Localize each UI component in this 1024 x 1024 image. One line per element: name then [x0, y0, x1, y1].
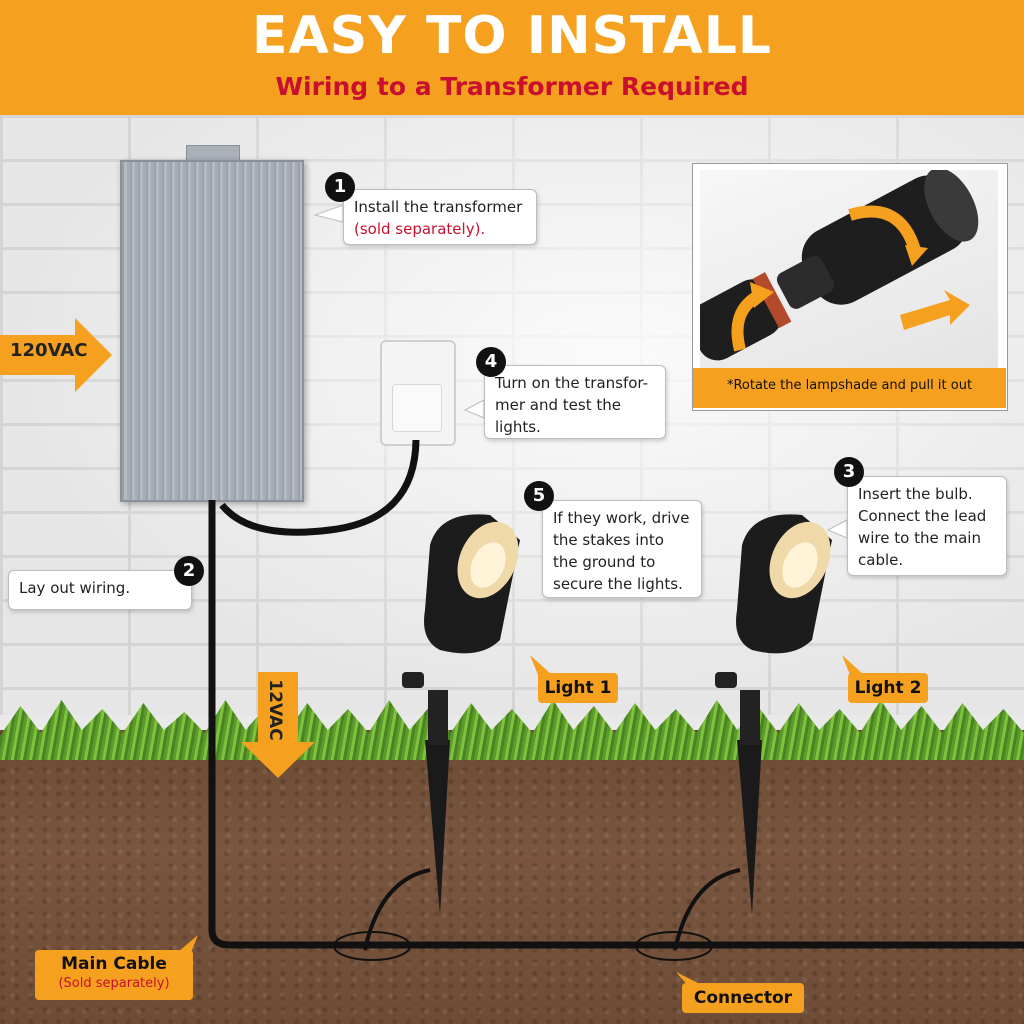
light-1-label: Light 1 — [538, 673, 618, 703]
main-cable-line — [208, 500, 1024, 949]
transformer-box — [120, 160, 304, 502]
step-3-text: Insert the bulb. Connect the lead wire t… — [858, 485, 987, 569]
rotate-arrow-icon — [848, 205, 921, 252]
header-banner — [0, 0, 1024, 115]
lead-wire-2 — [673, 868, 741, 951]
pointer-3 — [826, 519, 848, 539]
step-4-text: Turn on the transfor-mer and test the li… — [495, 374, 649, 436]
outlet-socket — [392, 384, 442, 432]
step-1-callout: Install the transformer (sold separately… — [343, 189, 537, 245]
step-5-text: If they work, drive the stakes into the … — [553, 509, 690, 593]
plug-cord — [219, 439, 420, 536]
page-subtitle: Wiring to a Transformer Required — [275, 72, 749, 101]
spotlight-2 — [715, 514, 832, 915]
lead-wire-1 — [363, 868, 431, 951]
step-4-number: 4 — [476, 347, 506, 377]
step-2-text: Lay out wiring. — [19, 579, 131, 597]
inset-lamp-photo — [688, 168, 998, 368]
inset-caption: *Rotate the lampshade and pull it out — [726, 378, 973, 393]
step-3-number: 3 — [834, 457, 864, 487]
page-title: EASY TO INSTALL — [251, 6, 773, 66]
step-2-callout: Lay out wiring. — [8, 570, 192, 610]
main-cable-tag — [35, 950, 193, 1000]
connector-label: Connector — [682, 983, 804, 1013]
step-4-callout: Turn on the transfor-mer and test the li… — [484, 365, 666, 439]
label-12vac: 12VAC — [265, 679, 285, 741]
step-1-number: 1 — [325, 172, 355, 202]
step-1-text: Install the transformer — [354, 198, 523, 216]
inset-caption-bar — [693, 368, 1006, 408]
connector-2-marker — [635, 931, 713, 961]
pull-arrow-icon — [900, 290, 970, 330]
label-120vac: 120VAC — [10, 340, 88, 361]
main-cable-note: (Sold separately) — [58, 976, 170, 991]
spotlight-1 — [402, 514, 520, 915]
connector-1-marker — [333, 931, 411, 961]
pointer-1 — [313, 204, 344, 223]
step-5-number: 5 — [524, 481, 554, 511]
light-2-label: Light 2 — [848, 673, 928, 703]
step-1-note: (sold separately). — [354, 220, 486, 238]
arrow-120vac-shape — [0, 318, 112, 392]
step-2-number: 2 — [174, 556, 204, 586]
step-3-callout: Insert the bulb. Connect the lead wire t… — [847, 476, 1007, 576]
step-5-callout: If they work, drive the stakes into the … — [542, 500, 702, 598]
pointer-4 — [463, 399, 485, 419]
inset-lamp-illustration — [688, 168, 979, 361]
main-cable-label: Main Cable — [61, 954, 167, 974]
arrow-12vac-shape — [241, 672, 315, 778]
